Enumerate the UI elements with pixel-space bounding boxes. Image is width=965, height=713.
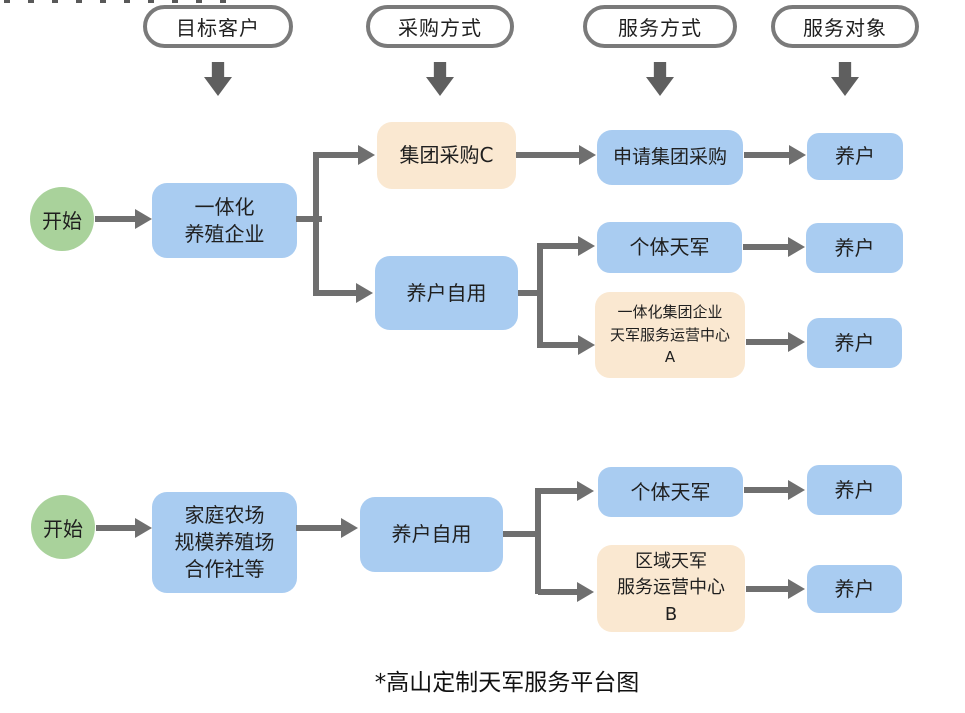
arrowhead-icon — [578, 236, 595, 256]
clipped-text-fragment — [4, 0, 232, 3]
node-farmer-2: 养户 — [806, 223, 903, 273]
node-self-use-flow2: 养户自用 — [360, 497, 503, 572]
node-label: 养户自用 — [391, 522, 472, 546]
node-individual-tianjun-flow2: 个体天军 — [598, 467, 743, 517]
node-label: 养户自用 — [406, 280, 487, 305]
node-label: 养户 — [834, 477, 875, 502]
node-label: 集团采购C — [399, 143, 494, 167]
connector-line — [313, 152, 359, 158]
connector-line — [540, 243, 578, 249]
node-self-use-flow1: 养户自用 — [375, 256, 518, 330]
arrowhead-icon — [788, 579, 805, 599]
arrowhead-icon — [356, 283, 373, 303]
connector-line — [743, 244, 788, 250]
node-start-flow1: 开始 — [30, 187, 94, 251]
node-label: 养户 — [834, 576, 875, 601]
down-arrow-icon — [426, 62, 454, 96]
connector-line — [535, 488, 541, 594]
node-label: 申请集团采购 — [612, 145, 727, 168]
node-family-farm: 家庭农场 规模养殖场 合作社等 — [152, 492, 297, 593]
arrowhead-icon — [135, 209, 152, 229]
node-label: 个体天军 — [630, 479, 711, 504]
arrowhead-icon — [788, 332, 805, 352]
node-label: 家庭农场 — [184, 503, 265, 527]
node-label: A — [664, 348, 676, 367]
arrowhead-icon — [579, 145, 596, 165]
connector-line — [516, 152, 579, 158]
connector-line — [518, 290, 542, 296]
node-label: 规模养殖场 — [174, 530, 275, 554]
node-label: 养户 — [834, 330, 875, 355]
node-center-a: 一体化集团企业 天军服务运营中心 A — [595, 292, 745, 378]
connector-line — [744, 152, 789, 158]
down-arrow-icon — [646, 62, 674, 96]
arrowhead-icon — [135, 518, 152, 538]
node-group-purchase-c: 集团采购C — [377, 122, 516, 189]
node-label: 开始 — [42, 208, 82, 233]
connector-line — [296, 525, 341, 531]
arrowhead-icon — [341, 518, 358, 538]
node-individual-tianjun-flow1: 个体天军 — [597, 222, 742, 273]
node-farmer-4: 养户 — [807, 465, 902, 515]
connector-line — [540, 342, 578, 348]
arrowhead-icon — [358, 145, 375, 165]
arrowhead-icon — [789, 145, 806, 165]
header-label: 服务对象 — [803, 16, 887, 40]
node-label: 一体化 — [194, 194, 255, 219]
header-pill-service-target: 服务对象 — [771, 5, 919, 48]
node-label: B — [664, 603, 678, 625]
connector-line — [503, 531, 540, 537]
node-start-flow2: 开始 — [31, 495, 95, 559]
connector-line — [313, 290, 357, 296]
header-label: 目标客户 — [176, 16, 260, 40]
node-label: 养殖企业 — [184, 221, 265, 246]
node-farmer-1: 养户 — [807, 133, 903, 180]
header-pill-purchase-method: 采购方式 — [366, 5, 514, 48]
node-farmer-5: 养户 — [807, 565, 902, 613]
node-integrated-enterprise: 一体化 养殖企业 — [152, 183, 297, 258]
connector-line — [313, 152, 319, 296]
node-label: 天军服务运营中心 — [609, 325, 730, 344]
down-arrow-icon — [831, 62, 859, 96]
arrowhead-icon — [788, 237, 805, 257]
node-apply-group-purchase: 申请集团采购 — [597, 130, 743, 185]
connector-line — [95, 216, 137, 222]
node-center-b: 区域天军 服务运营中心 B — [597, 545, 745, 632]
diagram-caption: *高山定制天军服务平台图 — [374, 670, 640, 696]
node-label: 一体化集团企业 — [617, 303, 723, 322]
header-label: 服务方式 — [618, 16, 702, 40]
arrowhead-icon — [578, 335, 595, 355]
arrowhead-icon — [577, 481, 594, 501]
node-label: 服务运营中心 — [617, 577, 725, 599]
connector-line — [744, 487, 788, 493]
connector-line — [96, 525, 136, 531]
connector-line — [296, 216, 322, 222]
connector-line — [746, 339, 788, 345]
node-label: 开始 — [43, 516, 83, 541]
arrowhead-icon — [788, 480, 805, 500]
connector-line — [538, 488, 578, 494]
node-label: 养户 — [834, 235, 875, 260]
header-pill-service-method: 服务方式 — [583, 5, 737, 48]
header-label: 采购方式 — [398, 16, 482, 40]
connector-line — [746, 586, 788, 592]
header-pill-target-customer: 目标客户 — [143, 5, 293, 48]
arrowhead-icon — [577, 582, 594, 602]
down-arrow-icon — [204, 62, 232, 96]
node-label: 合作社等 — [184, 557, 265, 581]
connector-line — [538, 589, 578, 595]
node-label: 区域天军 — [635, 551, 707, 573]
node-label: 养户 — [835, 144, 875, 168]
node-label: 个体天军 — [629, 235, 710, 259]
connector-line — [537, 243, 543, 348]
node-farmer-3: 养户 — [807, 318, 902, 368]
